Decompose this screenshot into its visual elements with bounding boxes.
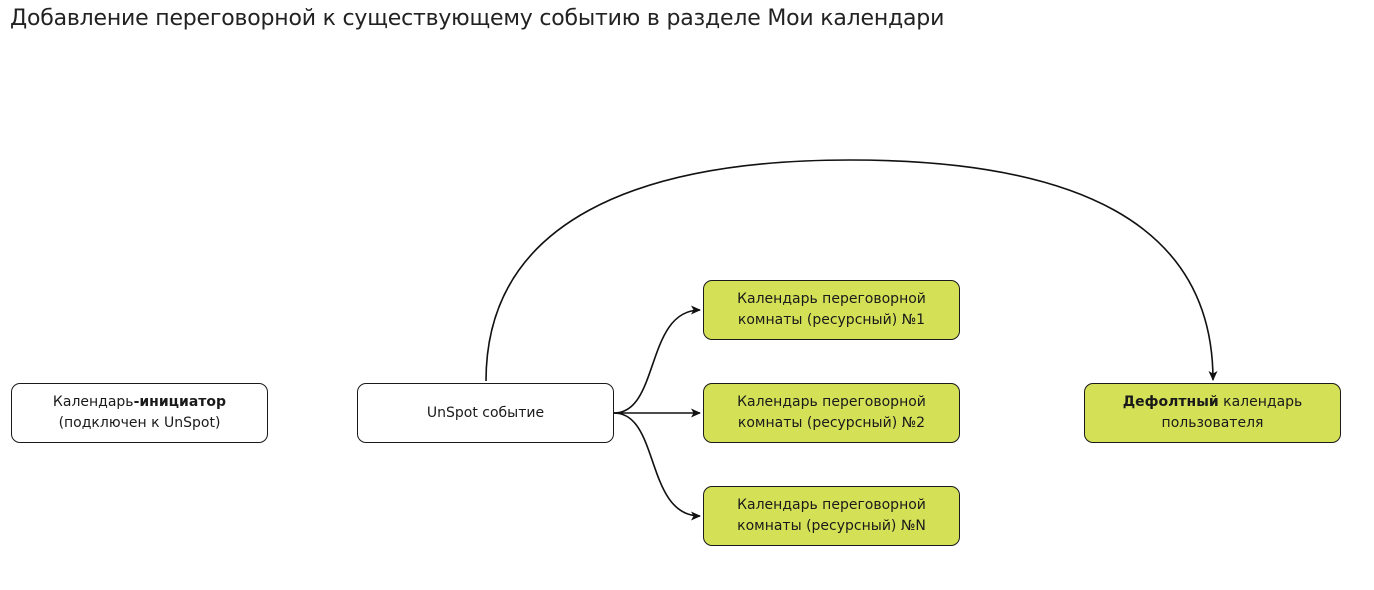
initiator-line2: (подключен к UnSpot) bbox=[58, 415, 221, 431]
node-unspot-event[interactable]: UnSpot событие bbox=[357, 383, 614, 443]
room2-line2: комнаты (ресурсный) №2 bbox=[737, 415, 926, 431]
edge-event-roomN bbox=[613, 412, 701, 521]
room2-line1: Календарь переговорной bbox=[737, 394, 926, 410]
default-line1: Дефолтный календарь bbox=[1123, 392, 1303, 413]
room1-line1: Календарь переговорной bbox=[737, 291, 926, 307]
initiator-line1: Календарь-инициатор bbox=[53, 392, 226, 413]
edge-event-room1 bbox=[613, 305, 701, 414]
initiator-label-bold: -инициатор bbox=[133, 394, 227, 410]
default-label-bold: Дефолтный bbox=[1122, 394, 1219, 410]
node-room-calendar-n[interactable]: Календарь переговорной комнаты (ресурсны… bbox=[703, 486, 960, 546]
node-default-user-calendar[interactable]: Дефолтный календарь пользователя bbox=[1084, 383, 1341, 443]
default-line2: пользователя bbox=[1161, 415, 1264, 431]
roomN-line1: Календарь переговорной bbox=[737, 497, 926, 513]
node-room-calendar-1[interactable]: Календарь переговорной комнаты (ресурсны… bbox=[703, 280, 960, 340]
edge-event-default bbox=[485, 159, 1218, 382]
event-label: UnSpot событие bbox=[426, 404, 545, 421]
roomN-line2: комнаты (ресурсный) №N bbox=[737, 518, 926, 534]
default-label-plain: календарь bbox=[1218, 394, 1303, 410]
page-title: Добавление переговорной к существующему … bbox=[10, 6, 945, 31]
node-initiator-calendar[interactable]: Календарь-инициатор (подключен к UnSpot) bbox=[11, 383, 268, 443]
room1-line2: комнаты (ресурсный) №1 bbox=[737, 312, 926, 328]
node-room-calendar-2[interactable]: Календарь переговорной комнаты (ресурсны… bbox=[703, 383, 960, 443]
initiator-label-plain: Календарь bbox=[52, 394, 134, 410]
